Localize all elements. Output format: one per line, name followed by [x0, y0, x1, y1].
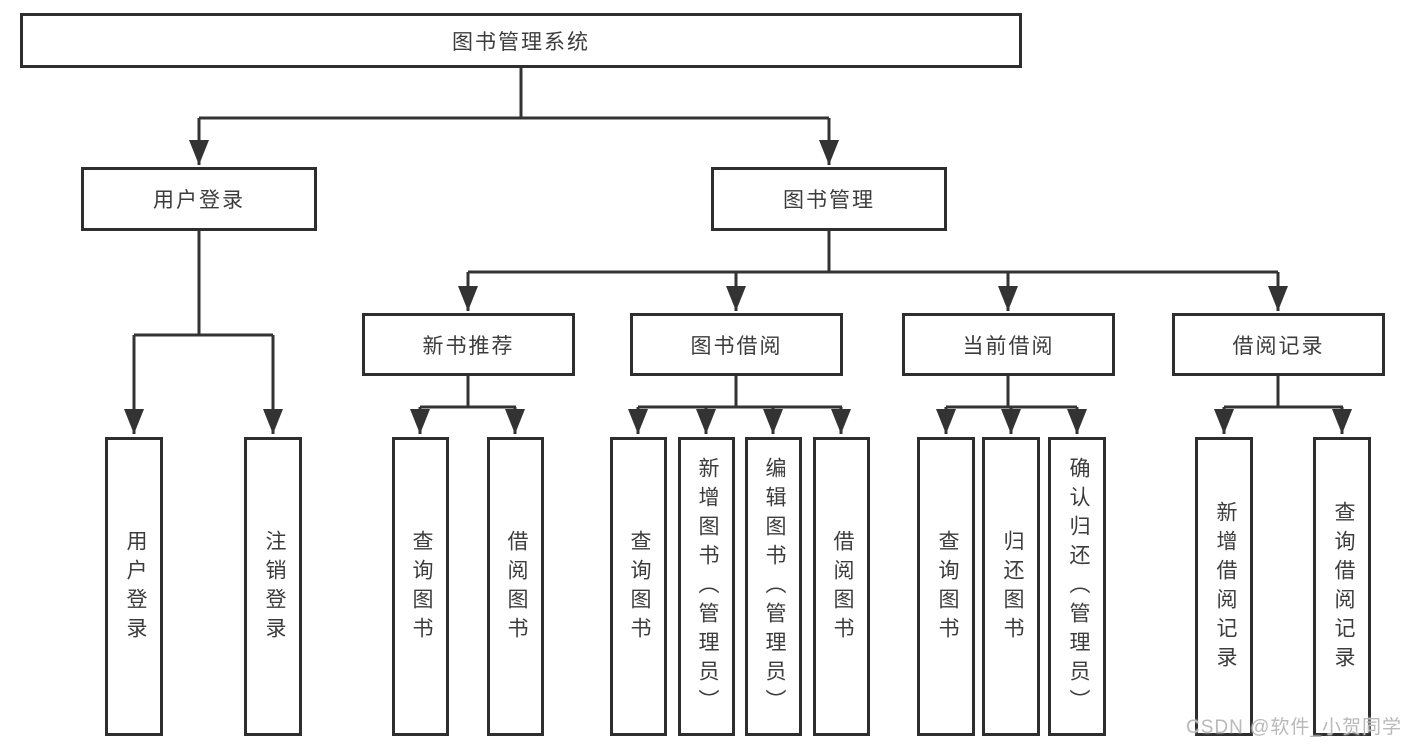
- leaf-query-borrow-record: 查询借阅记录: [1313, 437, 1371, 736]
- leaf-add-borrow-record: 新增借阅记录: [1195, 437, 1253, 736]
- node-library-system: 图书管理系统: [20, 13, 1022, 68]
- leaf-borrow-books-recommend: 借阅图书: [487, 437, 544, 736]
- node-current-borrow: 当前借阅: [902, 313, 1115, 376]
- node-user-login-branch: 用户登录: [81, 167, 317, 231]
- leaf-return-books: 归还图书: [982, 437, 1040, 736]
- leaf-add-book-admin: 新增图书（管理员）: [678, 437, 735, 736]
- leaf-edit-book-admin: 编辑图书（管理员）: [745, 437, 802, 736]
- leaf-confirm-return-admin: 确认归还（管理员）: [1048, 437, 1106, 736]
- leaf-logout: 注销登录: [244, 437, 302, 736]
- csdn-watermark: CSDN @软件_小贺同学: [1186, 717, 1402, 738]
- node-book-management: 图书管理: [711, 167, 947, 231]
- node-new-book-recommend: 新书推荐: [362, 313, 575, 376]
- leaf-query-books-recommend: 查询图书: [392, 437, 449, 736]
- node-borrow-records: 借阅记录: [1172, 313, 1385, 376]
- connector-trunks: [134, 68, 1343, 409]
- leaf-query-books-borrow: 查询图书: [610, 437, 667, 736]
- leaf-user-login: 用户登录: [105, 437, 163, 736]
- leaf-query-books-current: 查询图书: [917, 437, 975, 736]
- node-book-borrow: 图书借阅: [630, 313, 843, 376]
- leaf-borrow-books: 借阅图书: [813, 437, 870, 736]
